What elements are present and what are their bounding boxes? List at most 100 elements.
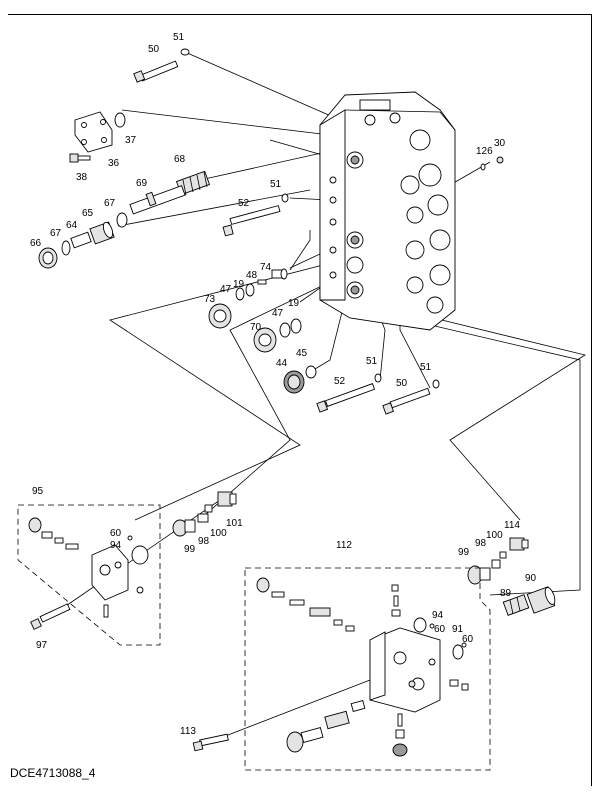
bolt-52-upper	[222, 205, 281, 237]
cover-36	[74, 111, 113, 153]
oring-37	[114, 112, 126, 128]
label-36: 36	[108, 158, 120, 169]
oring-51-lower-right	[432, 379, 440, 389]
label-60-right-upper: 60	[434, 624, 446, 635]
label-65: 65	[82, 208, 94, 219]
oring-51-mid	[281, 193, 289, 203]
plug-112-right	[449, 679, 469, 691]
spring-98-left	[197, 513, 209, 523]
label-98-left: 98	[198, 536, 210, 547]
label-99-right: 99	[458, 547, 470, 558]
oring-51-top	[180, 48, 190, 56]
drawing-code: DCE4713088_4	[10, 766, 96, 780]
label-89: 89	[500, 588, 512, 599]
oring-47-lower	[279, 322, 291, 338]
label-68: 68	[174, 154, 186, 165]
plug-101	[217, 491, 237, 507]
spring-64	[70, 231, 92, 249]
label-44: 44	[276, 358, 288, 369]
main-valve-block	[319, 91, 456, 331]
bolt-50-lower	[382, 387, 431, 415]
bolt-38	[69, 153, 91, 163]
label-30: 30	[494, 138, 506, 149]
label-52-lower: 52	[334, 376, 346, 387]
label-51-top: 51	[173, 32, 185, 43]
label-95: 95	[32, 486, 44, 497]
part-labels: 50 51 37 36 38 126 30 68 69 67 65 64 67 …	[30, 32, 537, 737]
oring-94-right	[413, 617, 427, 633]
label-48: 48	[246, 270, 258, 281]
seat-100-left	[204, 504, 213, 513]
ball-60-left	[127, 535, 133, 541]
label-101: 101	[226, 518, 243, 529]
label-67-inner: 67	[104, 198, 116, 209]
oring-67-inner	[116, 212, 128, 228]
label-51-lower-left: 51	[366, 356, 378, 367]
label-51-lower-right: 51	[420, 362, 432, 373]
label-97: 97	[36, 640, 48, 651]
bolt-97	[30, 603, 71, 630]
plug-30	[496, 156, 504, 164]
valve-112-lower	[286, 700, 366, 753]
label-50-top: 50	[148, 44, 160, 55]
label-45: 45	[296, 348, 308, 359]
bolt-113	[192, 733, 229, 752]
drawing-frame	[8, 14, 592, 786]
label-52-upper: 52	[238, 198, 250, 209]
label-50-lower: 50	[396, 378, 408, 389]
block-112	[369, 627, 441, 713]
valve-112-top	[391, 584, 401, 617]
assembly-112-boundary	[244, 567, 491, 771]
label-74: 74	[260, 262, 272, 273]
label-114: 114	[504, 520, 520, 531]
oring-19-lower	[290, 318, 302, 334]
oring-47-upper	[235, 287, 245, 301]
plug-74	[271, 268, 288, 280]
oring-45	[305, 365, 317, 379]
plug-95-side	[136, 586, 144, 594]
plug-44	[283, 370, 305, 394]
label-37: 37	[125, 135, 137, 146]
pin-95-lower	[103, 604, 109, 618]
bolt-50-top	[133, 60, 179, 83]
oring-94-left	[131, 545, 149, 565]
label-19-upper: 19	[233, 279, 245, 290]
label-113: 113	[180, 726, 196, 737]
oring-51-lower-left	[374, 373, 382, 383]
ball-60-right-lower	[461, 642, 467, 648]
plug-90	[526, 586, 556, 614]
valve-99-right	[467, 565, 491, 585]
valve-112-bottom	[392, 713, 408, 757]
valve-73	[208, 303, 232, 329]
label-91: 91	[452, 624, 464, 635]
spring-89	[502, 594, 530, 616]
label-100-left: 100	[210, 528, 227, 539]
plug-114	[509, 537, 529, 551]
label-67-outer: 67	[50, 228, 62, 239]
label-60-right-lower: 60	[462, 634, 474, 645]
ball-60-right-upper	[429, 623, 435, 629]
cap-65	[89, 221, 115, 245]
label-90: 90	[525, 573, 537, 584]
label-51-mid: 51	[270, 179, 282, 190]
pin-48	[257, 279, 267, 285]
cap-66	[38, 247, 58, 269]
bolt-52-lower	[316, 383, 376, 413]
valve-left-95	[28, 517, 79, 550]
oring-67-outer	[61, 240, 71, 256]
label-126: 126	[476, 146, 493, 157]
label-73: 73	[204, 294, 216, 305]
label-66: 66	[30, 238, 42, 249]
label-98-right: 98	[475, 538, 487, 549]
label-60-left: 60	[110, 528, 122, 539]
oring-91	[452, 644, 464, 660]
oring-126	[480, 163, 486, 171]
label-112: 112	[336, 540, 352, 551]
label-100-right: 100	[486, 530, 503, 541]
label-47-lower: 47	[272, 308, 284, 319]
valve-99-left	[172, 519, 196, 537]
label-19-lower: 19	[288, 298, 300, 309]
valve-112-upper-left	[256, 577, 355, 632]
